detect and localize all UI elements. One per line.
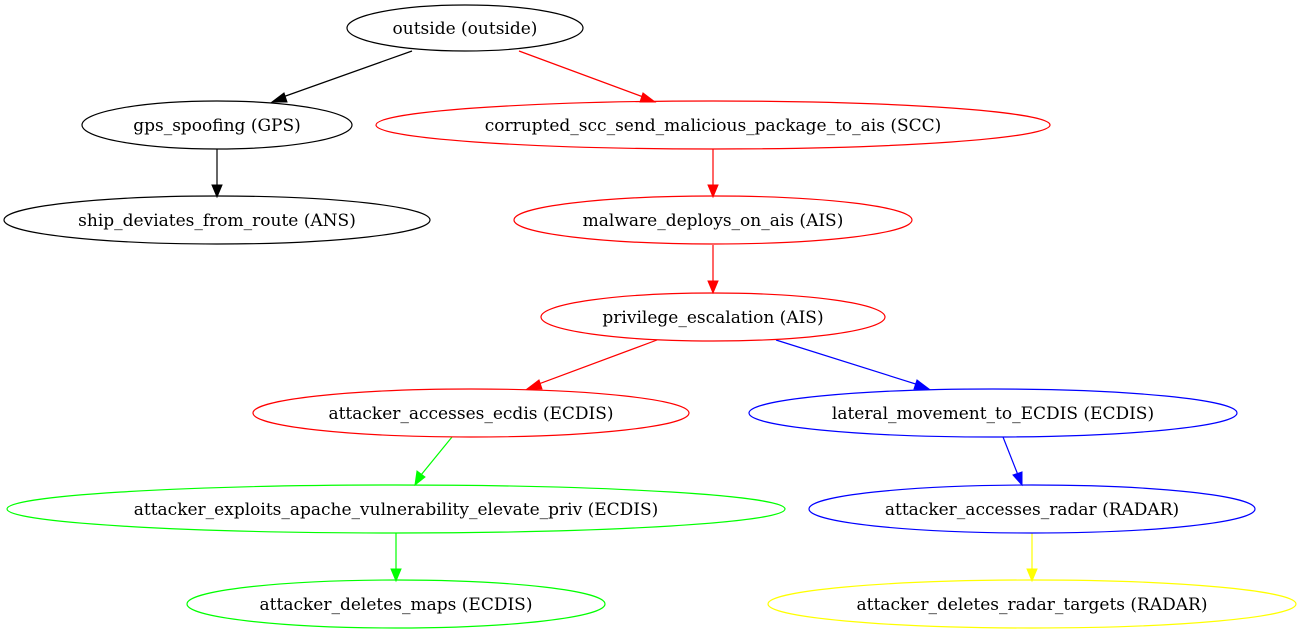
node-accesses-radar: attacker_accesses_radar (RADAR) bbox=[808, 484, 1256, 534]
edge-corrupted-scc-to-malware-ais bbox=[707, 149, 719, 199]
edge-privilege-escalation-to-lateral-movement bbox=[775, 339, 931, 390]
node-exploits-apache-label: attacker_exploits_apache_vulnerability_e… bbox=[134, 500, 659, 520]
node-deletes-maps: attacker_deletes_maps (ECDIS) bbox=[186, 579, 606, 629]
node-gps-spoofing-label: gps_spoofing (GPS) bbox=[133, 116, 301, 136]
edge-accesses-ecdis-to-exploits-apache bbox=[414, 436, 453, 487]
edge-outside-to-corrupted-scc bbox=[518, 50, 657, 103]
node-privilege-escalation: privilege_escalation (AIS) bbox=[540, 292, 886, 342]
node-outside-label: outside (outside) bbox=[393, 19, 538, 39]
node-gps-spoofing: gps_spoofing (GPS) bbox=[81, 100, 353, 150]
node-malware-ais-label: malware_deploys_on_ais (AIS) bbox=[583, 211, 844, 231]
node-corrupted-scc: corrupted_scc_send_malicious_package_to_… bbox=[375, 100, 1051, 150]
node-exploits-apache: attacker_exploits_apache_vulnerability_e… bbox=[6, 484, 786, 534]
edge-malware-ais-to-privilege-escalation bbox=[707, 245, 719, 295]
node-outside: outside (outside) bbox=[346, 4, 584, 52]
nodes-layer: outside (outside) gps_spoofing (GPS) shi… bbox=[3, 4, 1297, 629]
node-ship-deviates-label: ship_deviates_from_route (ANS) bbox=[78, 211, 356, 231]
node-lateral-movement: lateral_movement_to_ECDIS (ECDIS) bbox=[748, 388, 1238, 438]
edge-outside-to-gps-spoofing bbox=[270, 50, 413, 103]
node-deletes-radar-targets: attacker_deletes_radar_targets (RADAR) bbox=[767, 579, 1297, 629]
node-ship-deviates: ship_deviates_from_route (ANS) bbox=[3, 195, 431, 245]
edge-lateral-movement-to-accesses-radar bbox=[1002, 436, 1023, 487]
edge-exploits-apache-to-deletes-maps bbox=[390, 533, 402, 583]
node-corrupted-scc-label: corrupted_scc_send_malicious_package_to_… bbox=[485, 116, 942, 136]
node-accesses-ecdis-label: attacker_accesses_ecdis (ECDIS) bbox=[328, 404, 613, 424]
edges-layer bbox=[211, 50, 1038, 583]
node-malware-ais: malware_deploys_on_ais (AIS) bbox=[513, 195, 913, 245]
node-lateral-movement-label: lateral_movement_to_ECDIS (ECDIS) bbox=[832, 404, 1154, 424]
node-accesses-radar-label: attacker_accesses_radar (RADAR) bbox=[885, 500, 1179, 520]
edge-gps-spoofing-to-ship-deviates bbox=[211, 149, 223, 199]
node-deletes-radar-targets-label: attacker_deletes_radar_targets (RADAR) bbox=[857, 595, 1208, 615]
node-privilege-escalation-label: privilege_escalation (AIS) bbox=[602, 308, 823, 328]
edge-privilege-escalation-to-accesses-ecdis bbox=[525, 339, 658, 390]
node-accesses-ecdis: attacker_accesses_ecdis (ECDIS) bbox=[252, 388, 690, 438]
node-deletes-maps-label: attacker_deletes_maps (ECDIS) bbox=[260, 595, 533, 615]
edge-accesses-radar-to-deletes-radar-targets bbox=[1026, 533, 1038, 583]
